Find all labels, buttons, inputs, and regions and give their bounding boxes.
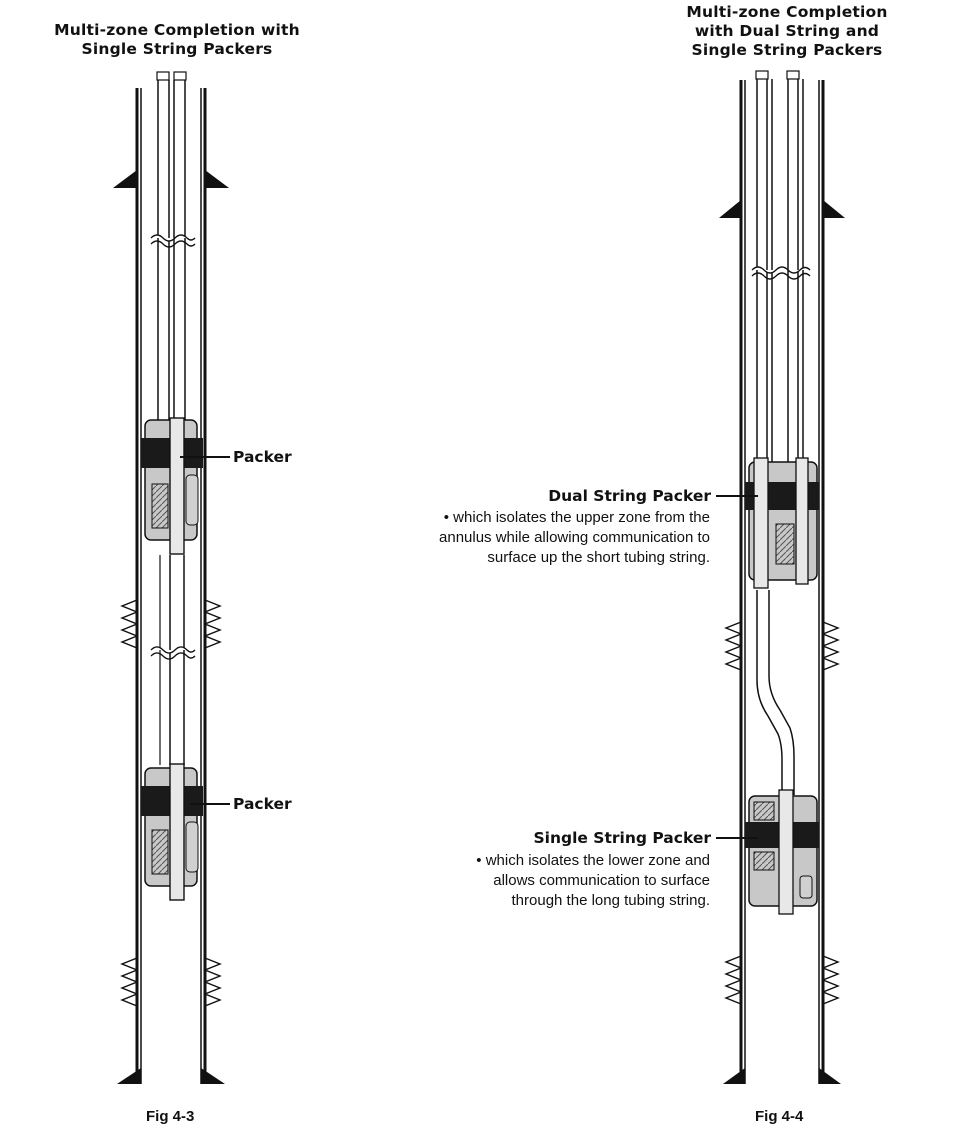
single-desc-line-3: through the long tubing string. <box>511 892 710 909</box>
right-well <box>716 70 845 1084</box>
left-casing-shoes <box>113 170 229 1084</box>
single-string-packer-label: Single String Packer <box>533 829 711 847</box>
right-casing-shoes <box>719 200 845 1084</box>
left-diagram-title: Multi-zone Completion with Single String… <box>22 21 332 59</box>
right-tubing-strings <box>751 70 811 795</box>
right-diagram-title: Multi-zone Completion with Dual String a… <box>632 3 942 60</box>
single-string-packer <box>745 789 819 915</box>
left-tubing <box>150 71 196 765</box>
right-perforations <box>724 621 840 1005</box>
lower-packer-label: Packer <box>233 795 292 813</box>
left-casing <box>135 88 207 1084</box>
dual-string-packer-label: Dual String Packer <box>548 487 711 505</box>
upper-packer-label: Packer <box>233 448 292 466</box>
single-desc-line-2: allows communication to surface <box>493 872 710 889</box>
dual-string-packer-description: • which isolates the upper zone from the… <box>439 508 710 568</box>
dual-desc-line-2: annulus while allowing communication to <box>439 529 710 546</box>
dual-string-packer <box>745 457 819 589</box>
right-title-line-2: with Dual String and <box>694 22 880 40</box>
dual-desc-line-3: surface up the short tubing string. <box>487 549 710 566</box>
left-title-line-2: Single String Packers <box>81 40 273 58</box>
dual-desc-line-1: • which isolates the upper zone from the <box>443 509 710 526</box>
left-well <box>113 71 230 1084</box>
left-lower-packer <box>141 763 203 901</box>
right-title-line-3: Single String Packers <box>691 41 883 59</box>
left-figure-caption: Fig 4-3 <box>146 1108 195 1125</box>
right-figure-caption: Fig 4-4 <box>755 1108 804 1125</box>
right-title-line-1: Multi-zone Completion <box>686 3 888 21</box>
left-perforations <box>120 599 222 1007</box>
single-desc-line-1: • which isolates the lower zone and <box>476 852 710 869</box>
right-casing <box>739 80 825 1084</box>
left-title-line-1: Multi-zone Completion with <box>54 21 300 39</box>
single-string-packer-description: • which isolates the lower zone and allo… <box>476 851 710 911</box>
left-upper-packer <box>141 417 203 555</box>
